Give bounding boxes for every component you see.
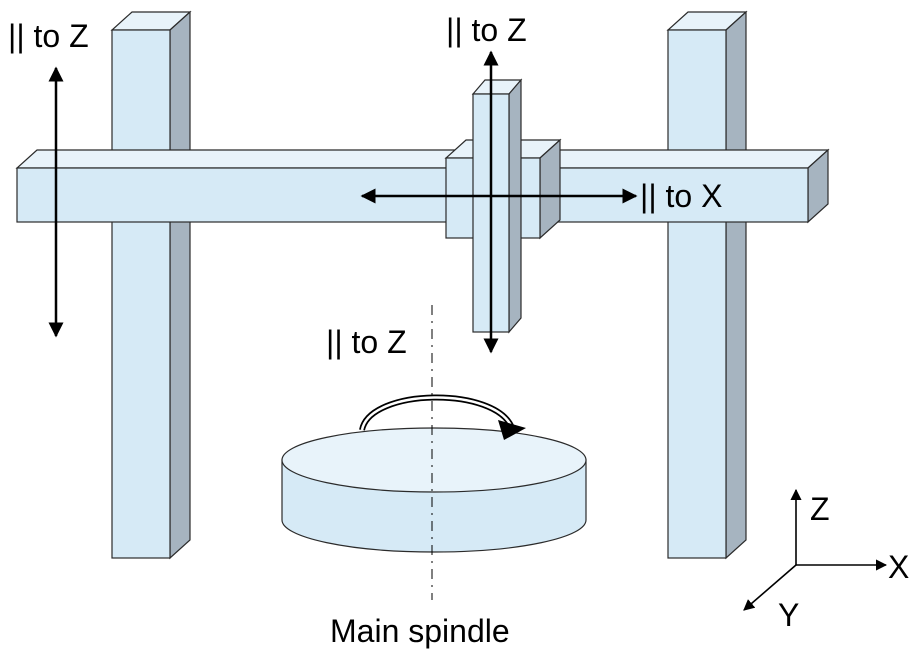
spindle-table bbox=[281, 427, 587, 553]
x-axis-label: X bbox=[888, 549, 909, 585]
rotation-arrowhead bbox=[498, 420, 526, 440]
ram bbox=[471, 78, 523, 334]
cross-rail-top bbox=[15, 149, 830, 169]
cross-rail bbox=[15, 148, 830, 224]
right-column bbox=[666, 10, 748, 560]
z-axis-label: Z bbox=[810, 491, 830, 527]
coordinate-system bbox=[743, 488, 888, 611]
right-column-side bbox=[725, 10, 747, 560]
spindle-z-label: || to Z bbox=[326, 324, 407, 360]
main-spindle-label: Main spindle bbox=[330, 613, 510, 649]
crossrail-x-label: || to X bbox=[640, 178, 722, 214]
left-column bbox=[110, 10, 192, 560]
left-column-front bbox=[111, 29, 171, 559]
left-column-side bbox=[169, 10, 191, 560]
y-axis bbox=[743, 564, 797, 611]
right-column-front bbox=[667, 29, 727, 559]
ram-side bbox=[508, 78, 522, 334]
saddle-side bbox=[539, 138, 561, 240]
spindle-table-top bbox=[281, 427, 587, 493]
left-z-label: || to Z bbox=[8, 18, 89, 54]
ram-z-label: || to Z bbox=[446, 12, 527, 48]
y-axis-label: Y bbox=[778, 597, 799, 633]
rotation-arrow[interactable] bbox=[359, 394, 526, 440]
